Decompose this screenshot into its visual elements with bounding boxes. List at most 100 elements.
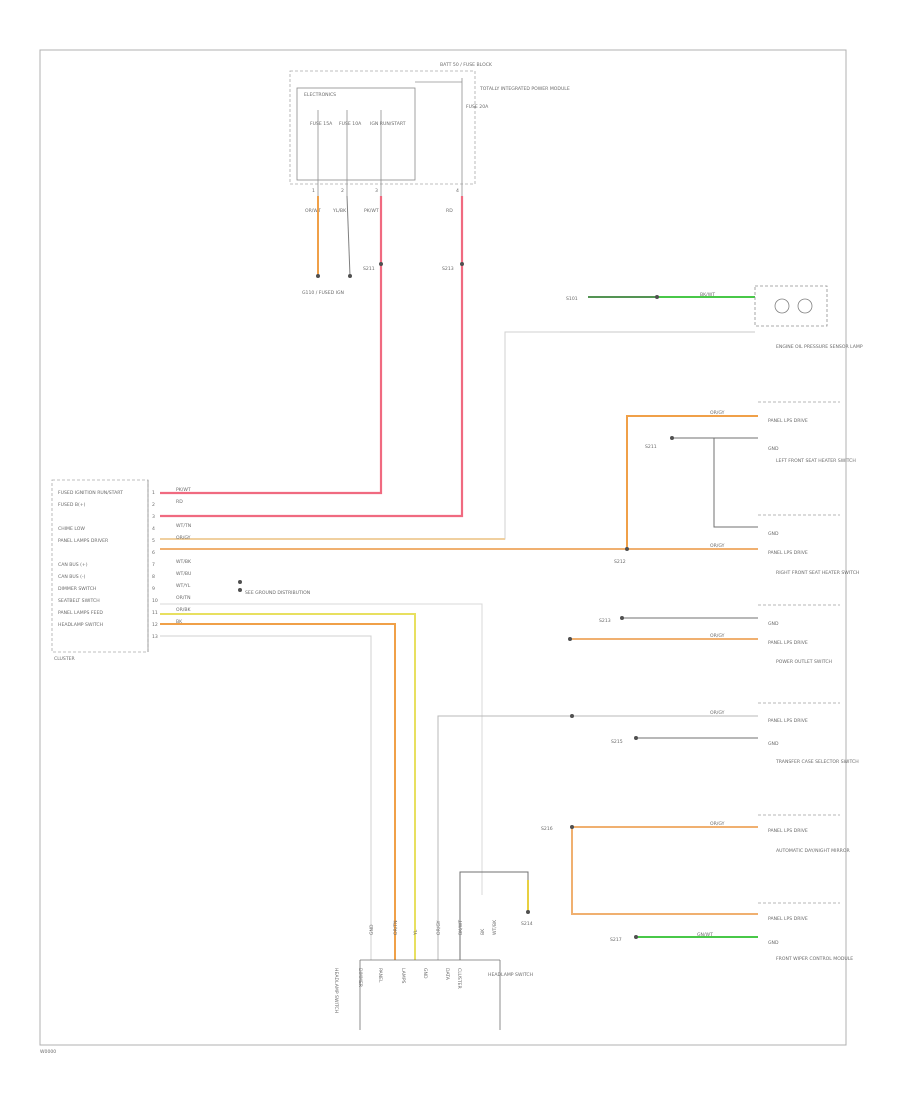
top-wire-labels: OR/WT YL/BK PK/WT RD: [305, 208, 453, 214]
bottom-pin-wire: GND: [369, 924, 375, 935]
bottom-connector-note: HEADLAMP SWITCH: [488, 972, 533, 978]
comp-power-outlet: GND PANEL LPS DRIVE POWER OUTLET SWITCH …: [599, 604, 840, 665]
comp-transfer-case-pin: PANEL LPS DRIVE: [768, 718, 808, 724]
cluster-row-label: CAN BUS (-): [58, 574, 86, 580]
fuse-col-2-label: FUSE 10A: [339, 121, 362, 127]
cluster-row-wire: BK: [176, 619, 183, 625]
comp-engine-oil-name: ENGINE OIL PRESSURE SENSOR LAMP: [776, 344, 863, 350]
splice-dot: [316, 274, 320, 278]
cluster-title: CLUSTER: [54, 656, 76, 662]
top-module-inner-label: ELECTRONICS: [304, 92, 336, 98]
wire-rd: [160, 196, 464, 518]
splice-dot: [634, 935, 638, 939]
comp-wiper-pin: PANEL LPS DRIVE: [768, 916, 808, 922]
wire-wt-tn: [160, 331, 560, 540]
fuse-col-4-label: FUSE 20A: [466, 104, 489, 110]
cluster-row-label: SEATBELT SWITCH: [58, 598, 100, 604]
cluster-row-pin: 13: [152, 634, 158, 640]
fuse-col-3-label: IGN RUN/START: [370, 121, 406, 127]
comp-transfer-case: PANEL LPS DRIVE GND TRANSFER CASE SELECT…: [611, 702, 859, 765]
cluster-row-wire: OR/TN: [176, 595, 191, 601]
comp-left-seat-gnd: GND: [768, 446, 779, 452]
wire-mirror: [571, 826, 758, 915]
fuse-col-1: FUSE 15A: [310, 110, 333, 196]
cluster-row-label: HEADLAMP SWITCH: [58, 622, 103, 628]
bottom-pin-label: HEADLAMP SWITCH: [333, 968, 339, 1013]
comp-mirror-name: AUTOMATIC DAY/NIGHT MIRROR: [776, 848, 850, 854]
cluster-row-wire: RD: [176, 499, 183, 505]
bottom-pin-label: DATA: [444, 968, 450, 981]
bottom-pin-wire: OR/TN: [393, 920, 399, 935]
comp-power-outlet-wire: OR/GY: [710, 633, 725, 639]
comp-transfer-case-name: TRANSFER CASE SELECTOR SWITCH: [775, 759, 859, 765]
bottom-pin-wire: YL: [413, 929, 419, 936]
comp-power-outlet-name: POWER OUTLET SWITCH: [776, 659, 832, 665]
top-ground-label: G110 / FUSED IGN: [302, 290, 344, 296]
top-pin-3: 3: [375, 188, 378, 194]
fuse-col-2: FUSE 10A: [339, 110, 362, 196]
top-pin-labels: 1 2 3 4: [312, 188, 459, 194]
cluster-row-label: DIMMER SWITCH: [58, 586, 96, 592]
comp-engine-oil: ENGINE OIL PRESSURE SENSOR LAMP BK/WT S1…: [566, 285, 863, 350]
comp-transfer-case-gnd: GND: [768, 741, 779, 747]
bottom-pin-label: DIMMER: [357, 968, 363, 988]
comp-wiper-name: FRONT WIPER CONTROL MODULE: [776, 956, 853, 962]
splice-dot: [568, 637, 572, 641]
bottom-pin-wire: BK: [480, 928, 486, 935]
cluster-row-label: FUSED B(+): [58, 502, 86, 508]
top-pin-2: 2: [341, 188, 344, 194]
wire-bk-wt-to-right: [437, 715, 758, 960]
splice-dot: [379, 262, 383, 266]
splice-dots: [238, 262, 674, 939]
wire-data-loop: [459, 871, 529, 960]
cluster-row-wire: OR/BK: [176, 607, 192, 613]
cluster-row-wire: PK/WT: [176, 487, 191, 493]
comp-right-seat-pin: PANEL LPS DRIVE: [768, 550, 808, 556]
bottom-pin-label: LAMPS: [400, 968, 406, 984]
top-wire-4: RD: [446, 208, 453, 214]
splice-dot: [634, 736, 638, 740]
cluster-ground-note: SEE GROUND DISTRIBUTION: [245, 590, 310, 596]
cluster-row-pin: 1: [152, 490, 155, 496]
cluster-row-pin: 2: [152, 502, 155, 508]
fuse-col-4: FUSE 20A: [415, 78, 489, 196]
comp-left-seat-wire: OR/GY: [710, 410, 725, 416]
comp-engine-oil-wire: BK/WT: [700, 292, 715, 298]
comp-power-outlet-gnd: GND: [768, 621, 779, 627]
splice-dot: [570, 825, 574, 829]
bottom-pin-wire: OR/GY: [436, 920, 442, 935]
cluster-row-pin: 6: [152, 550, 155, 556]
splice-dot: [238, 580, 242, 584]
wire-cluster-wt-yl: [160, 613, 416, 960]
bottom-pin-wire: BK/WT: [458, 920, 464, 935]
cluster-row-label: CAN BUS (+): [58, 562, 88, 568]
cluster-row-pin: 5: [152, 538, 155, 544]
top-module-dashed-box: [289, 70, 476, 185]
cluster-row-pin: 11: [152, 610, 158, 616]
bottom-connector-splice: S214: [521, 921, 533, 927]
top-pin-1: 1: [312, 188, 315, 194]
page-border: [39, 49, 847, 1046]
top-wire-2: YL/BK: [332, 208, 347, 214]
top-wire-3: PK/WT: [364, 208, 379, 214]
comp-wiper-wire: GN/WT: [697, 932, 713, 938]
footer-code: W0000: [40, 1049, 56, 1055]
top-splice-1: S211: [363, 266, 375, 272]
comp-right-seat-name: RIGHT FRONT SEAT HEATER SWITCH: [776, 570, 859, 576]
comp-power-outlet-pin: PANEL LPS DRIVE: [768, 640, 808, 646]
comp-left-seat: PANEL LPS DRIVE GND LEFT FRONT SEAT HEAT…: [645, 401, 856, 464]
wire-or-gy-left-seat: [626, 415, 758, 549]
comp-right-seat-splice: S212: [614, 559, 626, 565]
wire-cluster-or-tn: [160, 623, 396, 960]
comp-transfer-case-splice: S215: [611, 739, 623, 745]
cluster-row-label: CHIME LOW: [58, 526, 85, 532]
comp-wiper-gnd: GND: [768, 940, 779, 946]
top-module-header: BATT 50 / FUSE BLOCK: [440, 62, 493, 68]
wires: [160, 196, 758, 960]
splice-dot: [570, 714, 574, 718]
top-drop-2: [346, 195, 351, 277]
wire-cluster-bk: [160, 635, 372, 960]
cluster-row-label: PANEL LAMPS FEED: [58, 610, 103, 616]
wire-pk-wt: [160, 196, 383, 495]
